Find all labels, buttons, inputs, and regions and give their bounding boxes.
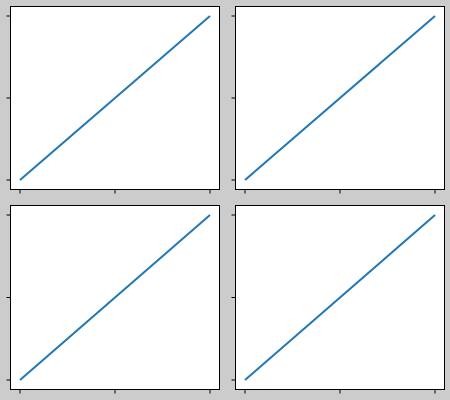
series-line — [244, 214, 436, 381]
subplot-2 — [231, 6, 445, 194]
subplot-3 — [6, 205, 220, 394]
subplot-4 — [231, 205, 445, 394]
series-line — [19, 15, 211, 181]
series-line — [19, 214, 211, 381]
series-line — [244, 15, 436, 181]
subplot-1 — [6, 6, 220, 194]
